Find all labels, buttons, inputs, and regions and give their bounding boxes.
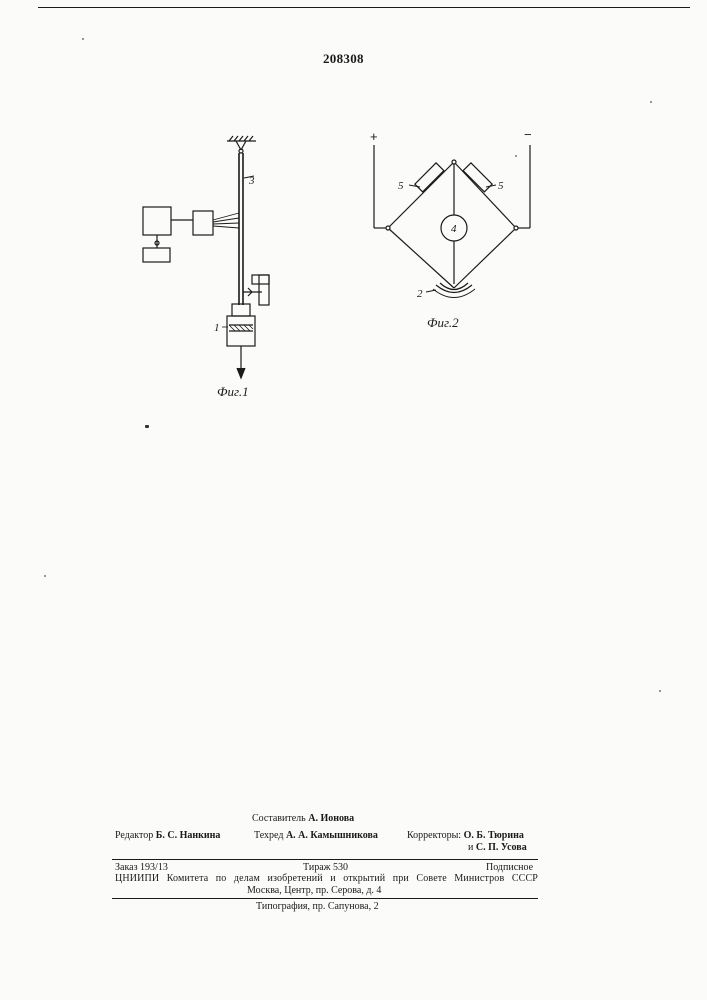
publisher-line-1: ЦНИИПИ Комитета по делам изобретений и о… (115, 873, 538, 884)
imprint-techred: Техред А. А. Камышникова (254, 830, 378, 841)
fig2-minus-terminal: − (524, 127, 532, 142)
fig1-block-recorder (143, 248, 170, 262)
fig1-ceiling-support (227, 136, 256, 153)
imprint-compiler: Составитель А. Ионова (252, 813, 354, 824)
imprint-correctors: Корректоры: О. Б. Тюрина (407, 830, 524, 841)
editor-name: Б. С. Нанкина (156, 830, 221, 841)
corrector-1: О. Б. Тюрина (464, 830, 524, 841)
fig1-side-device (243, 275, 269, 305)
fig2-label-5-left: 5 (398, 180, 404, 192)
scan-speck (515, 155, 517, 157)
fig1-block-amplifier (143, 207, 171, 235)
fig1-leads (213, 213, 239, 228)
techred-name: А. А. Камышникова (286, 830, 378, 841)
fig2-label-4: 4 (451, 223, 457, 235)
techred-label: Техред (254, 830, 283, 841)
fig1-label-1: 1 (214, 322, 220, 334)
printer: Типография, пр. Сапунова, 2 (256, 901, 379, 912)
imprint-corrector-2: и С. П. Усова (468, 842, 527, 853)
fig2-label-5-right: 5 (498, 180, 504, 192)
correctors-label: Корректоры: (407, 830, 461, 841)
compiler-name: А. Ионова (308, 813, 354, 824)
order-number: Заказ 193/13 (115, 862, 168, 873)
compiler-label: Составитель (252, 813, 306, 824)
fig2-caption: Фиг.2 (427, 315, 459, 330)
fig1-caption: Фиг.1 (217, 384, 249, 399)
corrector-2: С. П. Усова (476, 842, 527, 853)
subscription: Подписное (486, 862, 533, 873)
scan-speck (650, 101, 652, 103)
scan-speck (44, 575, 46, 577)
scan-speck (82, 38, 84, 40)
fig1-grip-1 (227, 304, 255, 378)
fig2-resistor-left (415, 163, 444, 192)
figure-2-drawing (374, 145, 530, 298)
fig1-block-transducer (193, 211, 213, 235)
imprint-rule-2 (112, 898, 538, 899)
scan-speck (659, 690, 661, 692)
fig1-label-3: 3 (248, 175, 255, 187)
editor-label: Редактор (115, 830, 153, 841)
imprint-rule-1 (112, 859, 538, 860)
publisher-line-2: Москва, Центр, пр. Серова, д. 4 (247, 885, 381, 896)
corrector-and: и (468, 842, 473, 853)
scan-speck (145, 425, 149, 428)
fig2-label-2: 2 (417, 288, 423, 300)
fig2-plus-terminal: + (370, 129, 378, 144)
circulation: Тираж 530 (303, 862, 348, 873)
imprint-editor: Редактор Б. С. Нанкина (115, 830, 220, 841)
